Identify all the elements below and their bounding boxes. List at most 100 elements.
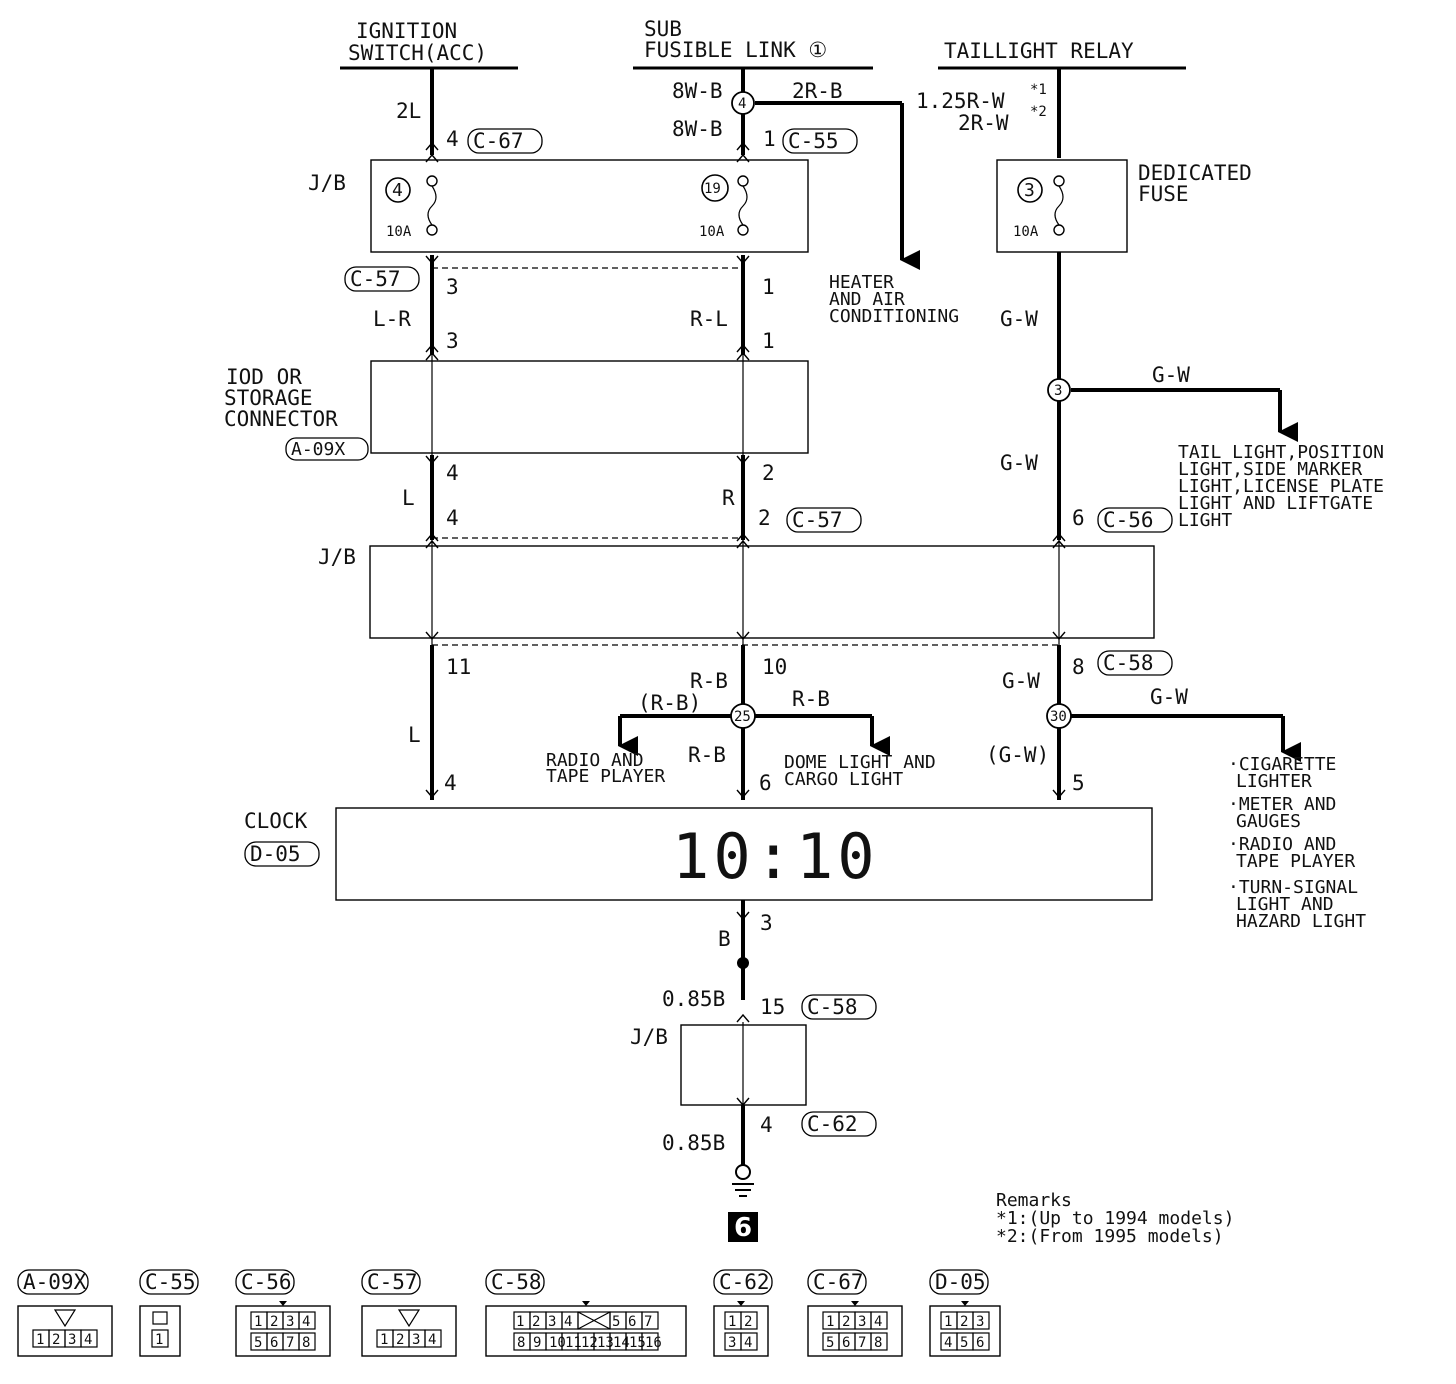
legend-d05-pin: 3: [976, 1314, 984, 1330]
legend-c56-pin: 1: [254, 1314, 262, 1330]
pin-4-c67: 4: [446, 127, 459, 151]
legend-c67-pin: 5: [826, 1335, 834, 1351]
legend-c62-pin: 1: [728, 1314, 736, 1330]
acc-line3: ·METER AND: [1228, 794, 1336, 815]
taillight-destination: TAIL LIGHT,POSITION LIGHT,SIDE MARKER LI…: [1178, 442, 1384, 531]
splice-3-number: 3: [1054, 383, 1062, 399]
connector-c55: C-55: [788, 129, 839, 153]
wires: [430, 68, 1301, 1197]
legend-c58-pin: 9: [533, 1335, 541, 1351]
sub-fusible-link-source: SUB FUSIBLE LINK ①: [633, 17, 873, 70]
clock-label: CLOCK: [244, 809, 308, 833]
legend-c57-pin: 2: [396, 1332, 404, 1348]
pin-2-c57: 2: [758, 506, 771, 530]
legend-c62-pin: 3: [728, 1335, 736, 1351]
connector-c57-b: C-57: [792, 508, 843, 532]
pin-3-clock: 3: [760, 911, 773, 935]
fuse-3-amp: 10A: [1013, 224, 1039, 240]
taillight-dest-line3: LIGHT,LICENSE PLATE: [1178, 476, 1384, 497]
wire-GW-1: G-W: [1000, 307, 1038, 331]
connector-c58-b: C-58: [807, 995, 858, 1019]
wire-GW-paren: (G-W): [986, 743, 1049, 767]
legend-c58-pin: 1: [516, 1314, 524, 1330]
dome-destination: DOME LIGHT AND CARGO LIGHT: [784, 752, 936, 790]
legend-c58-pin: 2: [532, 1314, 540, 1330]
legend-c58-pin: 13: [597, 1335, 614, 1351]
junction-block-2: [369, 545, 1155, 639]
radio-destination: RADIO AND TAPE PLAYER: [546, 750, 665, 787]
legend-a09x-pin: 4: [84, 1332, 92, 1348]
taillight-relay-source: TAILLIGHT RELAY: [938, 39, 1186, 70]
heater-line2: AND AIR: [829, 289, 905, 310]
wire-2L: 2L: [396, 99, 421, 123]
legend-c57-label: C-57: [367, 1270, 418, 1294]
pin-6-c56: 6: [1072, 506, 1085, 530]
pin-1-iod: 1: [762, 329, 775, 353]
legend-c55: C-551: [139, 1269, 199, 1357]
star-1: *1: [1030, 82, 1047, 98]
wire-RL: R-L: [690, 307, 728, 331]
jb1-label: J/B: [308, 171, 346, 195]
pin-8-c58: 8: [1072, 655, 1085, 679]
legend-c55-pin: 1: [155, 1332, 163, 1348]
wire-L-2: L: [408, 723, 421, 747]
legend-c58-pin: 11: [565, 1335, 582, 1351]
iod-line2: STORAGE: [224, 386, 313, 410]
connector-a09x: A-09X: [291, 439, 345, 460]
iod-line3: CONNECTOR: [224, 407, 338, 431]
legend-c58-pin: 12: [581, 1335, 598, 1351]
acc-line1: ·CIGARETTE: [1228, 754, 1336, 775]
fuse-19-amp: 10A: [699, 224, 725, 240]
legend-c58-pin: 3: [548, 1314, 556, 1330]
radio-line2: TAPE PLAYER: [546, 766, 665, 787]
pin-11: 11: [446, 655, 471, 679]
legend-c67-pin: 1: [826, 1314, 834, 1330]
pin-numbers: 4 1 3 1 3 1 4 2 4 2 6 11 10 8 4 6 5 3 15…: [444, 127, 1085, 1137]
legend-c58-pin: 15: [629, 1335, 646, 1351]
legend-c58-pin: 10: [549, 1335, 566, 1351]
wire-GW-3: G-W: [1002, 669, 1040, 693]
heater-destination: HEATER AND AIR CONDITIONING: [829, 272, 959, 327]
wire-2RW: 2R-W: [958, 111, 1009, 135]
legend-a09x-pin: 1: [36, 1332, 44, 1348]
taillight-dest-line5: LIGHT: [1178, 510, 1232, 531]
legend-c56-label: C-56: [241, 1270, 292, 1294]
pin-1-c55: 1: [763, 127, 776, 151]
legend-c67-pin: 3: [858, 1314, 866, 1330]
acc-destination-list: ·CIGARETTE LIGHTER ·METER AND GAUGES ·RA…: [1228, 754, 1366, 932]
acc-line6: TAPE PLAYER: [1236, 851, 1355, 872]
acc-line2: LIGHTER: [1236, 771, 1312, 792]
legend-c56-pin: 5: [254, 1335, 262, 1351]
legend-c67-pin: 2: [842, 1314, 850, 1330]
dedicated-fuse-line1: DEDICATED: [1138, 161, 1252, 185]
pin-15-c58: 15: [760, 995, 785, 1019]
splice-4: 4: [731, 91, 755, 115]
connector-c62: C-62: [807, 1112, 858, 1136]
connector-c57-a: C-57: [350, 267, 401, 291]
legend-c58-pin: 6: [628, 1314, 636, 1330]
legend-c56-pin: 3: [286, 1314, 294, 1330]
fuse-3: 3 10A: [1013, 175, 1065, 240]
legend-c67-pin: 4: [874, 1314, 882, 1330]
fuse-3-number: 3: [1024, 180, 1035, 201]
legend-c56-pin: 6: [270, 1335, 278, 1351]
legend-d05-pin: 6: [976, 1335, 984, 1351]
taillight-relay-label: TAILLIGHT RELAY: [944, 39, 1134, 63]
legend-d05-pin: 5: [960, 1335, 968, 1351]
pin-1-top: 1: [762, 275, 775, 299]
legend-a09x-label: A-09X: [23, 1270, 87, 1294]
star-2: *2: [1030, 104, 1047, 120]
legend-c67-pin: 7: [858, 1335, 866, 1351]
legend-a09x-pin: 2: [52, 1332, 60, 1348]
fuse-4: 4 10A: [385, 175, 438, 240]
fuse-19: 19 10A: [699, 174, 749, 240]
legend-c62-label: C-62: [719, 1270, 770, 1294]
legend-c67-pin: 8: [874, 1335, 882, 1351]
legend-d05-pin: 4: [944, 1335, 952, 1351]
fuse-19-number: 19: [704, 181, 721, 197]
legend-c58-pin: 4: [564, 1314, 572, 1330]
acc-line5: ·RADIO AND: [1228, 834, 1336, 855]
